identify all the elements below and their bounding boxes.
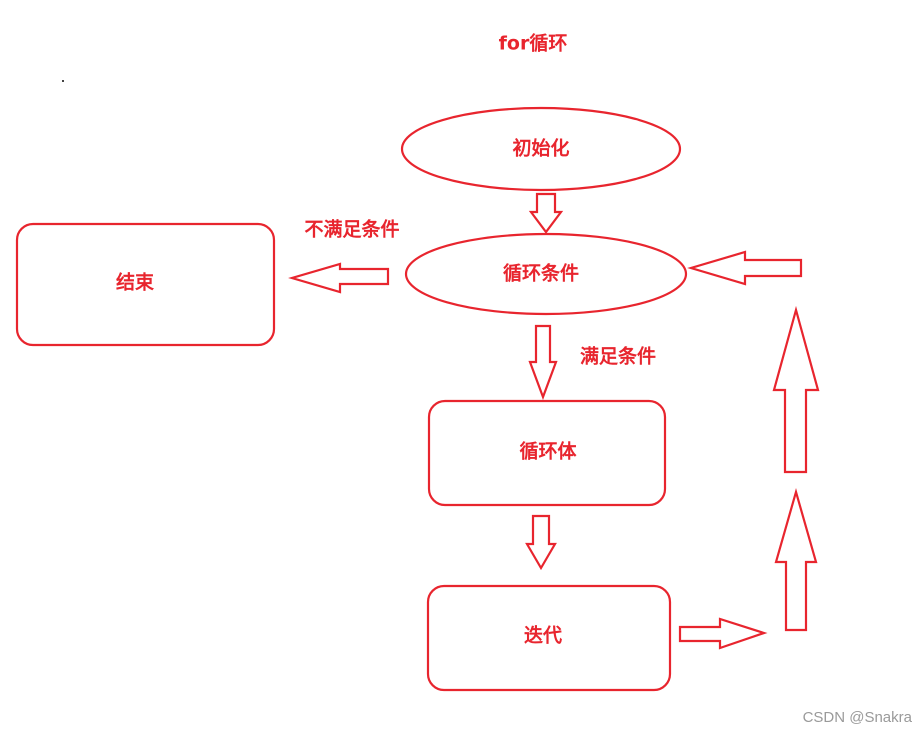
watermark: CSDN @Snakra — [802, 709, 912, 726]
iterate-label: 迭代 — [523, 624, 563, 647]
end-label: 结束 — [115, 271, 155, 294]
iterate-box — [426, 584, 672, 692]
not-satisfied-label: 不满足条件 — [304, 218, 400, 241]
condition-label: 循环条件 — [502, 262, 580, 285]
body-label: 循环体 — [519, 440, 577, 463]
init-ellipse — [400, 106, 682, 192]
end-box — [15, 222, 276, 347]
diagram-title: for循环 — [498, 32, 568, 55]
arrow-up-lower — [774, 487, 818, 632]
arrow-body-to-iterate — [525, 514, 557, 571]
arrow-condition-to-end — [288, 262, 390, 294]
condition-ellipse — [404, 232, 688, 316]
arrow-init-to-condition — [528, 192, 564, 234]
init-label: 初始化 — [512, 137, 570, 160]
stray-dot — [62, 80, 64, 82]
body-box — [427, 399, 667, 507]
arrow-iterate-right — [678, 617, 768, 650]
arrow-back-to-condition — [687, 250, 803, 286]
arrow-condition-to-body — [528, 324, 558, 401]
satisfied-label: 满足条件 — [579, 345, 657, 368]
arrow-up-upper — [772, 305, 820, 474]
